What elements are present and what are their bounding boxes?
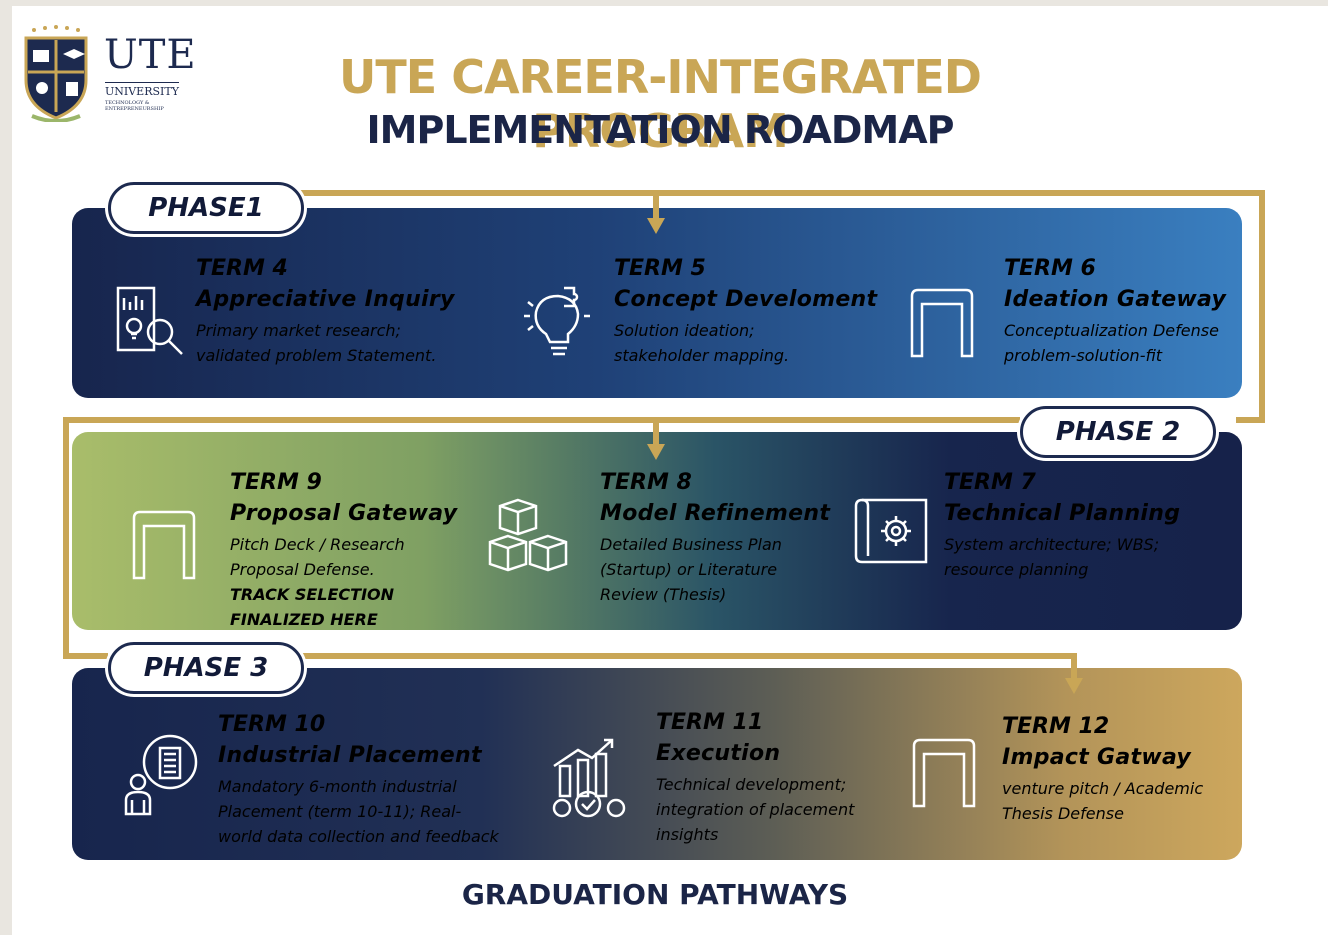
- term5-name: Concept Develoment: [614, 287, 878, 312]
- term9-desc-line1: Pitch Deck / Research: [230, 535, 405, 554]
- term10-desc-line2: Placement (term 10-11); Real-: [218, 802, 462, 821]
- term9-note-line2: FINALIZED HERE: [230, 610, 378, 629]
- shield-crest-icon: [24, 25, 88, 123]
- phase1-band: [72, 208, 1242, 398]
- term7-name: Technical Planning: [944, 501, 1181, 526]
- gateway-icon: [132, 510, 196, 580]
- term7-desc-line1: System architecture; WBS;: [944, 535, 1160, 554]
- term4-desc-line1: Primary market research;: [196, 321, 401, 340]
- term10-name: Industrial Placement: [218, 743, 482, 768]
- term11-desc-line2: integration of placement: [656, 800, 855, 819]
- term4-desc-line2: validated problem Statement.: [196, 346, 437, 365]
- term8-number: TERM 8: [600, 470, 692, 495]
- lightbulb-puzzle-icon: [524, 286, 590, 356]
- phase2-band: [72, 432, 1242, 630]
- ute-logo: UTE UNIVERSITY TECHNOLOGY & ENTREPRENEUR…: [16, 22, 196, 123]
- term4-card: TERM 4 Appreciative Inquiry Primary mark…: [196, 256, 455, 368]
- term9-name: Proposal Gateway: [230, 501, 458, 526]
- term7-desc-line2: resource planning: [944, 560, 1089, 579]
- term12-card: TERM 12 Impact Gatway venture pitch / Ac…: [1002, 714, 1203, 826]
- term10-number: TERM 10: [218, 712, 326, 737]
- term8-desc-line2: (Startup) or Literature: [600, 560, 778, 579]
- term9-desc-line2: Proposal Defense.: [230, 560, 375, 579]
- flow-arrowheads: [647, 218, 1083, 694]
- research-icon: [116, 286, 183, 355]
- term12-name: Impact Gatway: [1002, 745, 1192, 770]
- page-title: UTE CAREER-INTEGRATED PROGRAM: [339, 50, 982, 158]
- term5-desc-line2: stakeholder mapping.: [614, 346, 790, 365]
- term7-card: TERM 7 Technical Planning System archite…: [944, 470, 1180, 582]
- term5-number: TERM 5: [614, 256, 706, 281]
- industry-worker-icon: [124, 734, 198, 816]
- term12-desc-line2: Thesis Defense: [1002, 804, 1124, 823]
- term12-number: TERM 12: [1002, 714, 1110, 739]
- term8-desc-line1: Detailed Business Plan: [600, 535, 782, 554]
- term6-desc-line1: Conceptualization Defense: [1004, 321, 1219, 340]
- term8-card: TERM 8 Model Refinement Detailed Busines…: [600, 470, 830, 607]
- term10-desc-line1: Mandatory 6-month industrial: [218, 777, 457, 796]
- term5-card: TERM 5 Concept Develoment Solution ideat…: [614, 256, 877, 368]
- phase2-label: PHASE 2: [1020, 406, 1216, 458]
- term12-desc-line1: venture pitch / Academic: [1002, 779, 1204, 798]
- term11-number: TERM 11: [656, 710, 764, 735]
- term11-name: Execution: [656, 741, 781, 766]
- blueprint-gear-icon: [854, 498, 928, 564]
- growth-gears-icon: [552, 738, 626, 818]
- term10-desc-line3: world data collection and feedback: [218, 827, 499, 846]
- term6-desc-line2: problem-solution-fit: [1004, 346, 1163, 365]
- page-subtitle: IMPLEMENTATION ROADMAP: [366, 108, 955, 152]
- term9-card: TERM 9 Proposal Gateway Pitch Deck / Res…: [230, 470, 457, 632]
- term9-note-line1: TRACK SELECTION: [230, 585, 395, 604]
- term11-desc-line3: insights: [656, 825, 719, 844]
- gateway-icon: [912, 738, 976, 808]
- term6-card: TERM 6 Ideation Gateway Conceptualizatio…: [1004, 256, 1226, 368]
- term4-number: TERM 4: [196, 256, 288, 281]
- term8-name: Model Refinement: [600, 501, 831, 526]
- logo-tagline: TECHNOLOGY & ENTREPRENEURSHIP: [105, 100, 164, 112]
- term8-desc-line3: Review (Thesis): [600, 585, 727, 604]
- phase1-label: PHASE1: [108, 182, 304, 234]
- term6-number: TERM 6: [1004, 256, 1096, 281]
- term4-name: Appreciative Inquiry: [196, 287, 455, 312]
- logo-university-label: UNIVERSITY: [105, 82, 179, 98]
- phase3-label: PHASE 3: [108, 642, 304, 694]
- term9-number: TERM 9: [230, 470, 322, 495]
- term6-name: Ideation Gateway: [1004, 287, 1227, 312]
- term10-card: TERM 10 Industrial Placement Mandatory 6…: [218, 712, 499, 849]
- gateway-icon: [910, 288, 974, 358]
- logo-wordmark: UTE: [104, 32, 197, 78]
- phase3-band: [72, 668, 1242, 860]
- term5-desc-line1: Solution ideation;: [614, 321, 755, 340]
- boxes-icon: [488, 498, 568, 572]
- graduation-pathways-label: GRADUATION PATHWAYS: [461, 878, 849, 911]
- term11-card: TERM 11 Execution Technical development;…: [656, 710, 854, 847]
- term7-number: TERM 7: [944, 470, 1036, 495]
- term11-desc-line1: Technical development;: [656, 775, 847, 794]
